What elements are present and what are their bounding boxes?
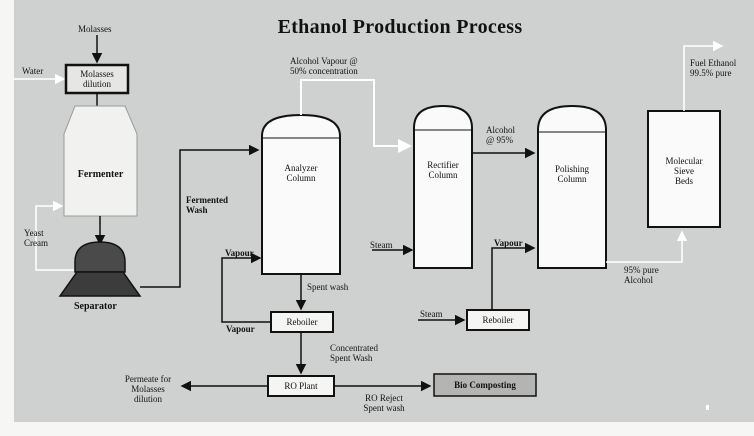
- fuel-ethanol-line: [683, 40, 724, 111]
- bio-composting: [433, 373, 537, 397]
- alcohol-vapour-line2: 50% concentration: [290, 66, 358, 76]
- fuel-ethanol-label: Fuel Ethanol 99.5% pure: [690, 58, 736, 78]
- permeate-line1: Permeate for: [124, 374, 172, 384]
- separator-unit: [74, 241, 126, 273]
- fermenter-label: Fermenter: [77, 169, 124, 180]
- analyzer-line1: Analyzer: [284, 163, 318, 173]
- reboiler-1: [270, 311, 334, 333]
- alcohol-95-line1: Alcohol: [486, 125, 515, 135]
- molasses-label: Molasses: [78, 24, 112, 34]
- yeast-cream-line2: Cream: [24, 238, 48, 248]
- polishing-line2: Column: [557, 174, 587, 184]
- pure-alcohol-line: [606, 230, 688, 263]
- rectifier-column-label: Rectifier Column: [414, 160, 472, 180]
- polishing-column-label: Polishing Column: [538, 164, 606, 184]
- steam-reboiler-label: Steam: [420, 309, 443, 319]
- alcohol-vapour-label: Alcohol Vapour @ 50% concentration: [290, 56, 358, 76]
- water-label: Water: [22, 66, 44, 76]
- concentrated-line2: Spent Wash: [330, 353, 373, 363]
- analyzer-line2: Column: [286, 173, 316, 183]
- ro-reject-label: RO Reject Spent wash: [354, 393, 414, 413]
- pure-alcohol-line1: 95% pure: [624, 265, 659, 275]
- polishing-column: [537, 104, 607, 269]
- sieve-line3: Beds: [675, 176, 693, 186]
- alcohol-vapour-line: [300, 79, 412, 153]
- vapour-polishing-label: Vapour: [494, 238, 523, 248]
- reboiler-1-label: Reboiler: [286, 317, 318, 327]
- vapour-polishing-loop: [491, 242, 536, 310]
- permeate-line2: Molasses: [131, 384, 165, 394]
- steam-rectifier-label: Steam: [370, 240, 393, 250]
- molecular-sieve-label: Molecular Sieve Beds: [648, 156, 720, 186]
- molasses-dilution-line2: dilution: [82, 79, 111, 89]
- fermented-wash-label: Fermented Wash: [186, 195, 228, 215]
- alcohol-95-line2: @ 95%: [486, 135, 514, 145]
- permeate-label: Permeate for Molasses dilution: [110, 374, 186, 404]
- spent-wash-label: Spent wash: [307, 282, 349, 292]
- ro-plant-label: RO Plant: [284, 381, 318, 391]
- fuel-ethanol-line2: 99.5% pure: [690, 68, 732, 78]
- diagram-title: Ethanol Production Process: [277, 16, 523, 38]
- fermented-wash-line1: Fermented: [186, 195, 228, 205]
- concentrated-line1: Concentrated: [330, 343, 378, 353]
- molasses-dilution-line1: Molasses: [80, 69, 114, 79]
- molecular-sieve-beds: [647, 110, 721, 228]
- alcohol-vapour-line1: Alcohol Vapour @: [290, 56, 358, 66]
- bio-composting-label: Bio Composting: [454, 380, 516, 390]
- rectifier-line1: Rectifier: [427, 160, 459, 170]
- fermenter-vessel: [63, 105, 138, 217]
- alcohol-95-label: Alcohol @ 95%: [486, 125, 515, 145]
- vapour-reboiler-label: Vapour: [226, 324, 255, 334]
- rectifier-column: [413, 104, 473, 269]
- sieve-line2: Sieve: [674, 166, 694, 176]
- reboiler-2-label: Reboiler: [482, 315, 514, 325]
- separator-base: [58, 271, 142, 297]
- pure-alcohol-line2: Alcohol: [624, 275, 653, 285]
- ro-reject-line2: Spent wash: [363, 403, 405, 413]
- vapour-analyzer-loop: [221, 252, 270, 323]
- yeast-cream-recycle-line: [35, 200, 74, 271]
- fuel-ethanol-line1: Fuel Ethanol: [690, 58, 737, 68]
- molasses-dilution-label: Molasses dilution: [66, 69, 128, 89]
- separator-label: Separator: [74, 301, 117, 312]
- fermented-wash-line2: Wash: [186, 205, 208, 215]
- yeast-cream-line1: Yeast: [24, 228, 44, 238]
- analyzer-column: [261, 113, 341, 275]
- concentrated-spent-wash-label: Concentrated Spent Wash: [330, 343, 378, 363]
- pure-alcohol-label: 95% pure Alcohol: [624, 265, 659, 285]
- analyzer-column-label: Analyzer Column: [262, 163, 340, 183]
- yeast-cream-label: Yeast Cream: [24, 228, 48, 248]
- reboiler-2: [466, 309, 530, 331]
- permeate-line3: dilution: [133, 394, 162, 404]
- fermented-wash-line: [140, 144, 260, 288]
- sieve-line1: Molecular: [665, 156, 703, 166]
- ro-reject-line1: RO Reject: [365, 393, 403, 403]
- polishing-line1: Polishing: [554, 164, 589, 174]
- corner-mark: [706, 405, 709, 410]
- rectifier-line2: Column: [428, 170, 458, 180]
- vapour-analyzer-label: Vapour: [225, 248, 254, 258]
